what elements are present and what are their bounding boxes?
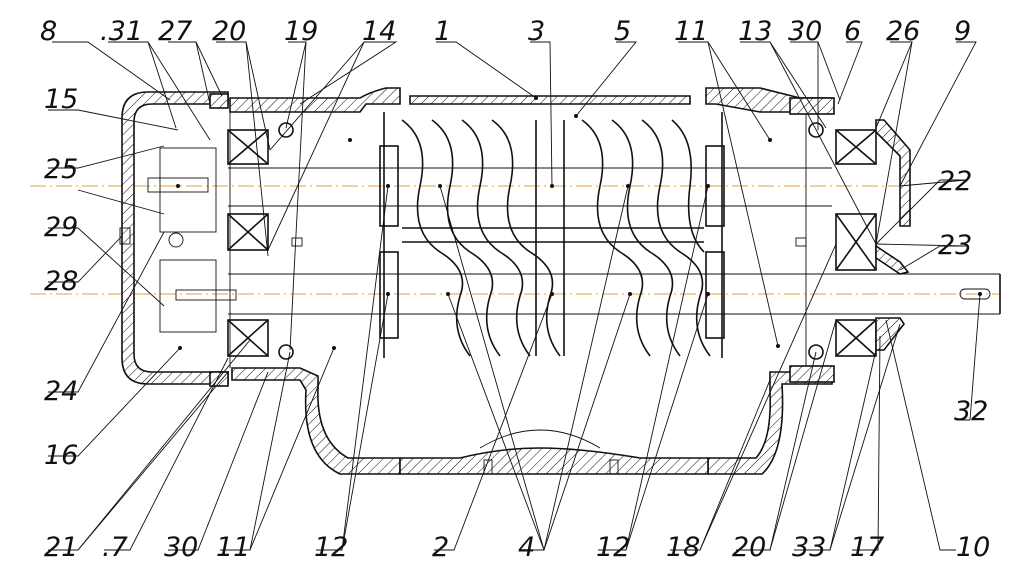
sump-plate xyxy=(399,447,709,475)
label-bottom-8: 18 xyxy=(666,532,700,563)
ball-left-top xyxy=(278,122,294,138)
label-top-0: 8 xyxy=(40,16,57,47)
seal-left-bottom xyxy=(209,371,229,387)
label-top-5: 14 xyxy=(362,16,396,47)
label-left-3: 28 xyxy=(44,266,78,297)
label-bottom-12: 10 xyxy=(956,532,990,563)
right-bearings xyxy=(835,129,877,357)
key-left xyxy=(291,237,303,247)
hub-lower-right xyxy=(705,251,725,339)
label-top-10: 13 xyxy=(738,16,772,47)
housing-top xyxy=(229,87,401,113)
hub-lower-left xyxy=(379,251,399,339)
left-bolt xyxy=(147,177,209,193)
hub-upper-left xyxy=(379,145,399,227)
label-bottom-7: 12 xyxy=(596,532,630,563)
label-bottom-4: 12 xyxy=(314,532,348,563)
label-right-1: 23 xyxy=(938,230,972,261)
left-lower-block xyxy=(159,259,217,333)
label-top-11: 30 xyxy=(788,16,822,47)
label-left-1: 25 xyxy=(44,154,78,185)
label-left-5: 16 xyxy=(44,440,78,471)
seal-right-bottom xyxy=(789,365,835,383)
ball-right-top xyxy=(808,122,824,138)
label-left-4: 24 xyxy=(44,376,78,407)
label-top-14: 9 xyxy=(954,16,971,47)
cover-top-plate xyxy=(409,95,691,105)
right-cap-lower xyxy=(875,317,905,351)
label-bottom-3: 11 xyxy=(216,532,250,563)
left-cover xyxy=(121,91,229,385)
left-plug xyxy=(119,227,131,245)
label-bottom-11: 17 xyxy=(850,532,884,563)
label-top-13: 26 xyxy=(886,16,920,47)
label-top-12: 6 xyxy=(844,16,861,47)
right-seal xyxy=(875,244,910,275)
label-top-9: 11 xyxy=(674,16,708,47)
label-top-2: 27 xyxy=(158,16,192,47)
gear-teeth xyxy=(401,119,711,357)
label-bottom-6: 4 xyxy=(518,532,535,563)
label-bottom-10: 33 xyxy=(792,532,826,563)
label-bottom-0: 21 xyxy=(44,532,78,563)
key-right xyxy=(795,237,807,247)
label-left-2: 29 xyxy=(44,212,78,243)
left-inner-block xyxy=(159,147,217,233)
label-bottom-2: 30 xyxy=(164,532,198,563)
label-top-6: 1 xyxy=(434,16,451,47)
label-top-4: 19 xyxy=(284,16,318,47)
label-right-2: 32 xyxy=(954,396,988,427)
label-left-0: 15 xyxy=(44,84,78,115)
label-bottom-5: 2 xyxy=(432,532,449,563)
ball-left-bottom xyxy=(278,344,294,360)
ball-right-bottom xyxy=(808,344,824,360)
label-bottom-1: .7 xyxy=(102,532,128,563)
label-bottom-9: 20 xyxy=(732,532,766,563)
left-bearings xyxy=(227,129,269,357)
label-top-1: .31 xyxy=(100,16,143,47)
part-labels: 8 .31 27 20 19 14 1 3 5 11 13 30 6 26 9 … xyxy=(40,16,990,563)
label-top-8: 5 xyxy=(614,16,631,47)
sump-rib-right xyxy=(609,459,619,475)
housing-bottom-right xyxy=(707,371,833,475)
leader-lines xyxy=(48,41,981,551)
seal-left-top xyxy=(209,93,229,109)
left-pin xyxy=(168,232,184,248)
sump-dome xyxy=(479,429,601,449)
housing-bottom xyxy=(231,367,401,475)
label-top-3: 20 xyxy=(212,16,246,47)
label-right-0: 22 xyxy=(938,166,972,197)
left-lower-bolt xyxy=(175,289,237,301)
label-top-7: 3 xyxy=(528,16,545,47)
right-cap-upper xyxy=(875,119,911,227)
output-shaft-key xyxy=(959,288,991,300)
